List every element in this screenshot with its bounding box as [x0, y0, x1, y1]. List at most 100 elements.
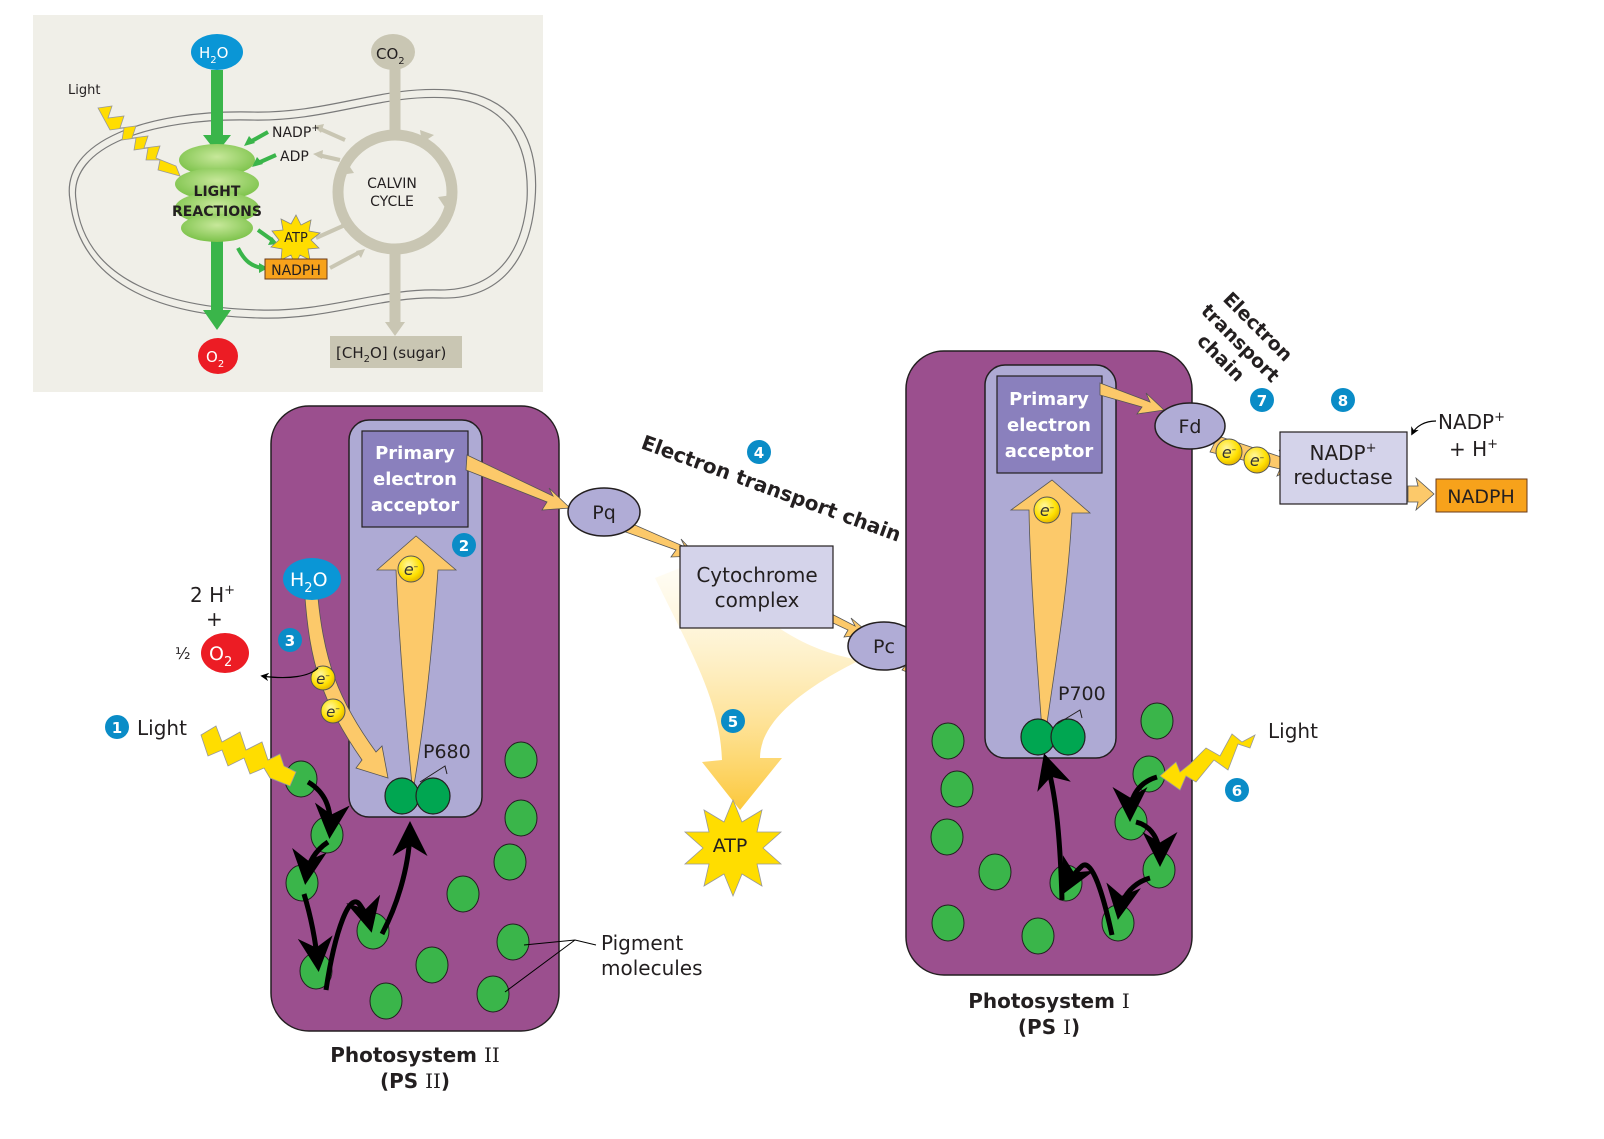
svg-text:Pc: Pc — [873, 636, 895, 658]
ps2-o2 — [201, 633, 249, 673]
step-badge-3: 3 — [278, 628, 302, 652]
step-badge-7: 7 — [1250, 388, 1274, 412]
pigment-molecule — [931, 722, 965, 760]
svg-text:reductase: reductase — [1293, 465, 1392, 489]
svg-text:Fd: Fd — [1179, 416, 1202, 438]
pigment-molecule — [940, 770, 974, 808]
overview-inset: CO2 H2O O2 LIGHT REACTIONS Light NADP+ A… — [33, 15, 543, 392]
nadph-product — [1435, 478, 1528, 513]
photosystem-ii: Primary electron acceptor P680 — [137, 405, 703, 1093]
p680-pigment — [384, 777, 420, 815]
pigment-molecule — [369, 982, 403, 1020]
ps2-light-bolt-icon — [200, 725, 297, 787]
svg-text:H2O: H2O — [199, 44, 228, 66]
ps2-excitation-arrow — [375, 535, 458, 786]
pigment-molecule — [1140, 702, 1174, 740]
p700-pigment — [1050, 718, 1086, 756]
svg-text:e–: e– — [326, 703, 340, 721]
svg-text:ATP: ATP — [713, 835, 748, 857]
svg-text:e–: e– — [404, 560, 419, 579]
etc1-label: Electron transport chain — [638, 430, 904, 546]
plastoquinone-pq[interactable] — [567, 487, 641, 537]
svg-text:e–: e– — [1250, 451, 1265, 470]
pigment-molecule — [930, 818, 964, 856]
pigment-molecule — [415, 946, 449, 984]
svg-text:acceptor: acceptor — [1005, 441, 1094, 462]
step-badge-8: 8 — [1331, 388, 1355, 412]
pigment-molecule — [504, 741, 538, 779]
svg-text:molecules: molecules — [601, 956, 703, 980]
svg-text:[CH2O] (sugar): [CH2O] (sugar) — [336, 344, 446, 365]
svg-text:NADP+: NADP+ — [1309, 441, 1376, 465]
ps1-primary-acceptor — [996, 375, 1103, 474]
svg-text:Light: Light — [1268, 719, 1318, 743]
svg-text:NADPH: NADPH — [271, 263, 321, 279]
svg-text:ATP: ATP — [284, 231, 308, 246]
acceptor-to-pq-arrow — [465, 454, 571, 511]
pigment-molecule — [496, 923, 530, 961]
ps2-energy-transfer-arrows — [292, 779, 428, 991]
chloroplast-membrane — [68, 88, 537, 319]
svg-text:+: + — [206, 607, 223, 631]
svg-text:O2: O2 — [206, 348, 224, 370]
svg-text:REACTIONS: REACTIONS — [172, 204, 262, 220]
pigment-molecule — [931, 904, 965, 942]
pigment-molecule — [978, 853, 1012, 891]
pigment-molecule — [476, 975, 510, 1013]
atp-burst-icon — [683, 798, 783, 898]
svg-text:e–: e– — [316, 670, 330, 688]
photosystem-i: Primary electron acceptor e– P700 — [905, 350, 1318, 1039]
svg-text:Light: Light — [137, 716, 187, 740]
step-badge-4: 4 — [747, 440, 771, 464]
electron: e– — [320, 698, 346, 724]
svg-text:Cytochrome: Cytochrome — [696, 563, 817, 587]
ps1-light-bolt-icon — [1159, 733, 1256, 791]
step-badge-6: 6 — [1225, 778, 1249, 802]
pigment-molecule — [310, 816, 344, 854]
svg-text:P680: P680 — [423, 741, 471, 763]
acceptor-to-fd-arrow — [1099, 382, 1165, 415]
ps2-h2o — [283, 558, 341, 600]
oxygen-out-arrow — [203, 310, 231, 330]
step-badges: 1 2 3 4 5 6 7 8 — [105, 388, 1355, 802]
svg-text:2: 2 — [459, 537, 469, 555]
svg-text:(PS II): (PS II) — [380, 1069, 450, 1093]
svg-text:Photosystem II: Photosystem II — [330, 1043, 500, 1067]
pigment-molecule — [1021, 917, 1055, 955]
pigment-molecule — [446, 875, 480, 913]
electron: e– — [397, 555, 425, 583]
cytochrome-complex[interactable] — [679, 545, 834, 629]
svg-text:CO2: CO2 — [376, 45, 405, 67]
inset-background — [33, 15, 543, 392]
svg-text:8: 8 — [1338, 392, 1348, 410]
svg-text:P700: P700 — [1058, 683, 1106, 705]
inset-nadph-box — [264, 258, 328, 280]
svg-text:2 H+: 2 H+ — [190, 583, 235, 607]
p700-pigment — [1020, 718, 1056, 756]
svg-text:Primary: Primary — [375, 443, 455, 464]
water-electron-arrow — [304, 597, 389, 779]
svg-text:Pq: Pq — [592, 502, 616, 524]
sugar-box — [330, 336, 462, 368]
svg-text:H2O: H2O — [290, 569, 328, 596]
svg-text:+ H+: + H+ — [1449, 437, 1498, 461]
svg-text:e–: e– — [1040, 501, 1055, 520]
svg-text:1: 1 — [112, 719, 122, 737]
svg-text:O2: O2 — [209, 643, 232, 670]
nadp-plus-label: NADP+ — [272, 123, 320, 141]
ps1-energy-transfer-arrows — [1037, 753, 1178, 936]
svg-text:Photosystem I: Photosystem I — [968, 989, 1130, 1013]
svg-text:e–: e– — [1222, 443, 1237, 462]
p680-pigment — [415, 777, 451, 815]
nadp-reductase[interactable] — [1279, 431, 1408, 505]
light-bolt-icon — [97, 105, 181, 177]
ferredoxin-fd[interactable] — [1154, 402, 1226, 450]
electron: e– — [310, 665, 336, 691]
pigment-molecule — [493, 843, 527, 881]
svg-text:3: 3 — [285, 632, 295, 650]
pigment-molecule — [504, 799, 538, 837]
svg-text:electron: electron — [373, 469, 457, 490]
electron: e– — [1243, 446, 1271, 474]
step-badge-1: 1 — [105, 715, 129, 739]
